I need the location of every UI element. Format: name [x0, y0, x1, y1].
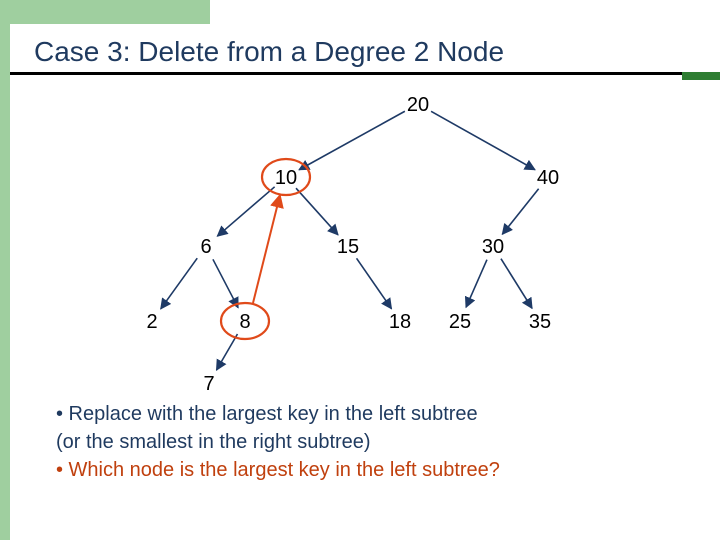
edge-15-18: [355, 257, 393, 310]
tree-node-10: 10: [275, 167, 297, 189]
tree-node-2: 2: [146, 311, 157, 333]
highlight-group: [219, 157, 312, 341]
edge-20-10: [298, 110, 406, 171]
tree-node-18: 18: [389, 311, 411, 333]
tree-node-label: 10: [275, 167, 297, 189]
title-underline: [10, 72, 720, 75]
tree-node-35: 35: [529, 311, 551, 333]
tree-node-15: 15: [337, 236, 359, 258]
bullet-list: • Replace with the largest key in the le…: [56, 400, 696, 484]
tree-edges: [160, 110, 540, 371]
edge-40-30: [501, 188, 540, 236]
slide-title: Case 3: Delete from a Degree 2 Node: [34, 36, 505, 67]
tree-node-label: 40: [537, 167, 559, 189]
highlight-ring-8: [219, 301, 271, 341]
tree-node-label: 25: [449, 311, 471, 333]
edge-6-8: [212, 258, 239, 309]
edge-6-2: [160, 257, 198, 310]
bullet-alternative: (or the smallest in the right subtree): [56, 431, 371, 453]
accent-block: [0, 0, 210, 24]
tree-node-label: 20: [407, 94, 429, 116]
tree-node-label: 6: [200, 236, 211, 258]
accent-strip: [0, 0, 10, 540]
bullet-question: • Which node is the largest key in the l…: [56, 459, 500, 481]
edge-30-25: [464, 259, 488, 309]
tree-node-30: 30: [482, 236, 504, 258]
edge-30-35: [500, 258, 533, 310]
tree-node-label: 8: [239, 311, 250, 333]
tree-node-40: 40: [537, 167, 559, 189]
tree-node-25: 25: [449, 311, 471, 333]
tree-node-label: 2: [146, 311, 157, 333]
tree-node-label: 35: [529, 311, 551, 333]
tree-node-label: 18: [389, 311, 411, 333]
edge-8-7: [215, 333, 239, 371]
title-underline-accent: [682, 72, 720, 80]
tree-node-label: 30: [482, 236, 504, 258]
bullet-replace: • Replace with the largest key in the le…: [56, 403, 478, 425]
move-arrow-8-to-10: [252, 193, 284, 304]
tree-node-20: 20: [407, 94, 429, 116]
highlight-ring-10: [260, 157, 312, 197]
tree-node-7: 7: [203, 373, 214, 395]
tree-node-8: 8: [239, 311, 250, 333]
tree-nodes: 20 10 40 6 15 30 2 8 18 25 35 7: [146, 94, 559, 395]
edge-20-40: [430, 110, 536, 171]
edge-10-6: [216, 186, 276, 237]
tree-node-label: 15: [337, 236, 359, 258]
edge-10-15: [295, 187, 339, 236]
tree-node-6: 6: [200, 236, 211, 258]
tree-node-label: 7: [203, 373, 214, 395]
